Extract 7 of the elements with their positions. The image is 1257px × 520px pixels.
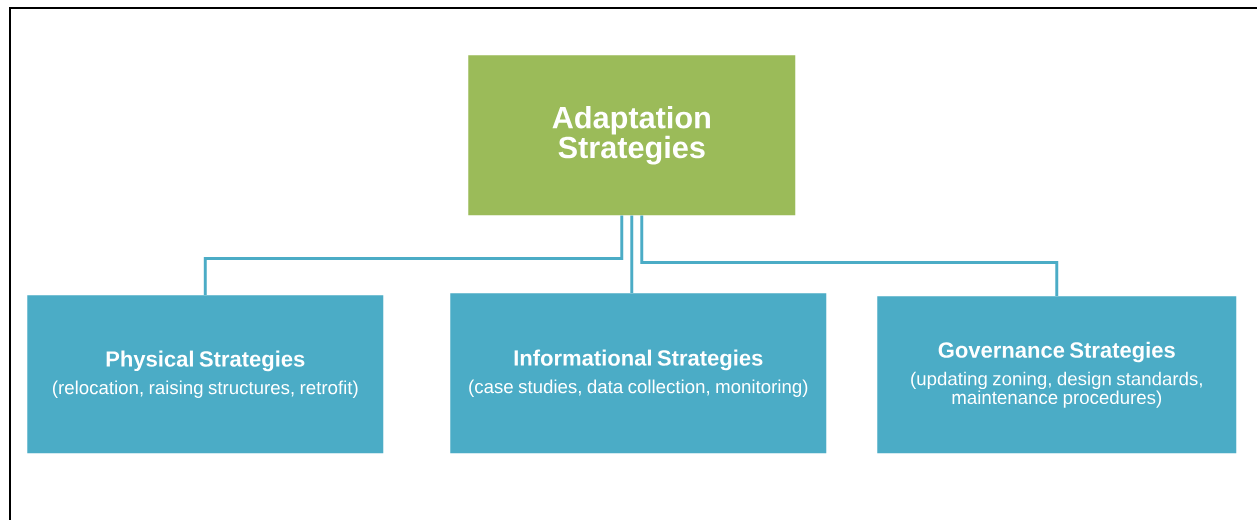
connector-line: [640, 215, 1059, 296]
strategy-box: Governance Strategies (updating zoning, design standards, maintenance procedures): [877, 296, 1237, 454]
title-box: Adaptation Strategies: [468, 55, 796, 216]
connector-line: [203, 215, 624, 295]
strategy-box: Physical Strategies (relocation, raising structures, retrofit): [27, 295, 384, 454]
strategy-box: Informational Strategies (case studies, data collection, monitoring): [450, 293, 827, 454]
connector-line: [630, 215, 634, 293]
